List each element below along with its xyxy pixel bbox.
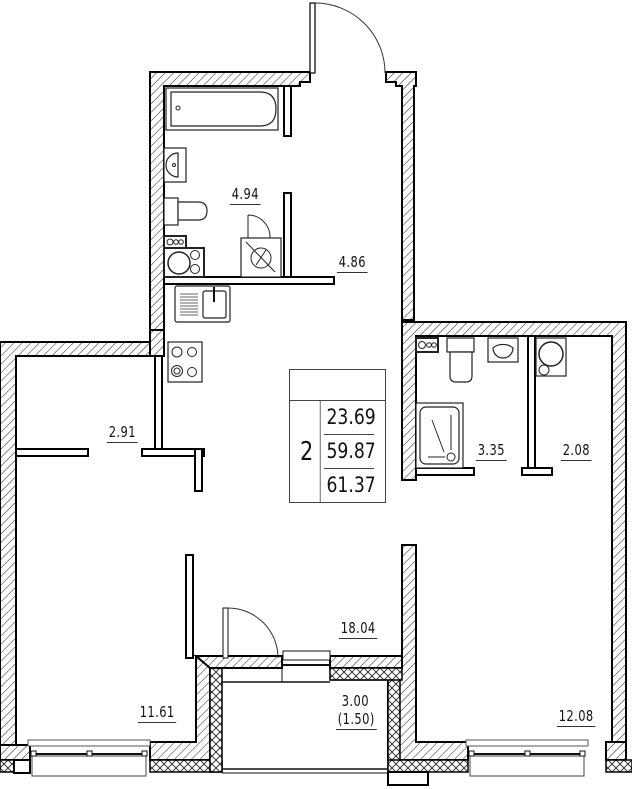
toilet-main — [163, 197, 208, 226]
total-area-value: 59.87 — [324, 435, 376, 469]
total-area-with-balcony-value: 61.37 — [326, 473, 376, 497]
room-area-laundry: 2.08 — [561, 441, 592, 461]
window-left[interactable] — [27, 739, 151, 777]
washing-machine — [535, 337, 567, 377]
cooktop — [167, 341, 203, 383]
exterior-walls — [0, 71, 632, 773]
window-right[interactable] — [465, 739, 589, 777]
bathtub-main — [165, 87, 279, 131]
balcony-glazing — [222, 768, 429, 786]
living-area-value: 23.69 — [324, 401, 376, 435]
water-heater-second — [415, 337, 439, 353]
rooms-count: 2 — [293, 401, 321, 502]
water-heater-main — [163, 235, 205, 278]
room-area-hallway-kitchen: 4.86 — [337, 253, 368, 273]
room-area-bedroom-left: 11.61 — [138, 703, 177, 723]
room-area-balcony-reduced: (1.50) — [336, 710, 377, 730]
kitchen-sink — [174, 285, 231, 323]
apartment-summary-table: 2 23.69 59.87 61.37 — [289, 369, 386, 503]
room-area-balcony: 3.00 — [341, 692, 369, 710]
sink-second — [487, 337, 519, 363]
ventilation-shaft — [240, 214, 282, 278]
balcony-door[interactable] — [222, 607, 388, 683]
room-area-bathroom-second: 3.35 — [476, 441, 507, 461]
room-area-living-room: 18.04 — [339, 619, 378, 639]
interior-partitions — [13, 85, 553, 774]
room-area-bathroom-main: 4.94 — [230, 185, 261, 205]
sink-main — [163, 147, 187, 183]
toilet-second — [446, 337, 475, 383]
room-area-wardrobe: 2.91 — [107, 423, 138, 443]
entry-door[interactable] — [309, 2, 386, 74]
shower-tray — [415, 402, 464, 469]
summary-header-cell — [290, 370, 385, 401]
room-area-bedroom-right: 12.08 — [557, 707, 596, 727]
